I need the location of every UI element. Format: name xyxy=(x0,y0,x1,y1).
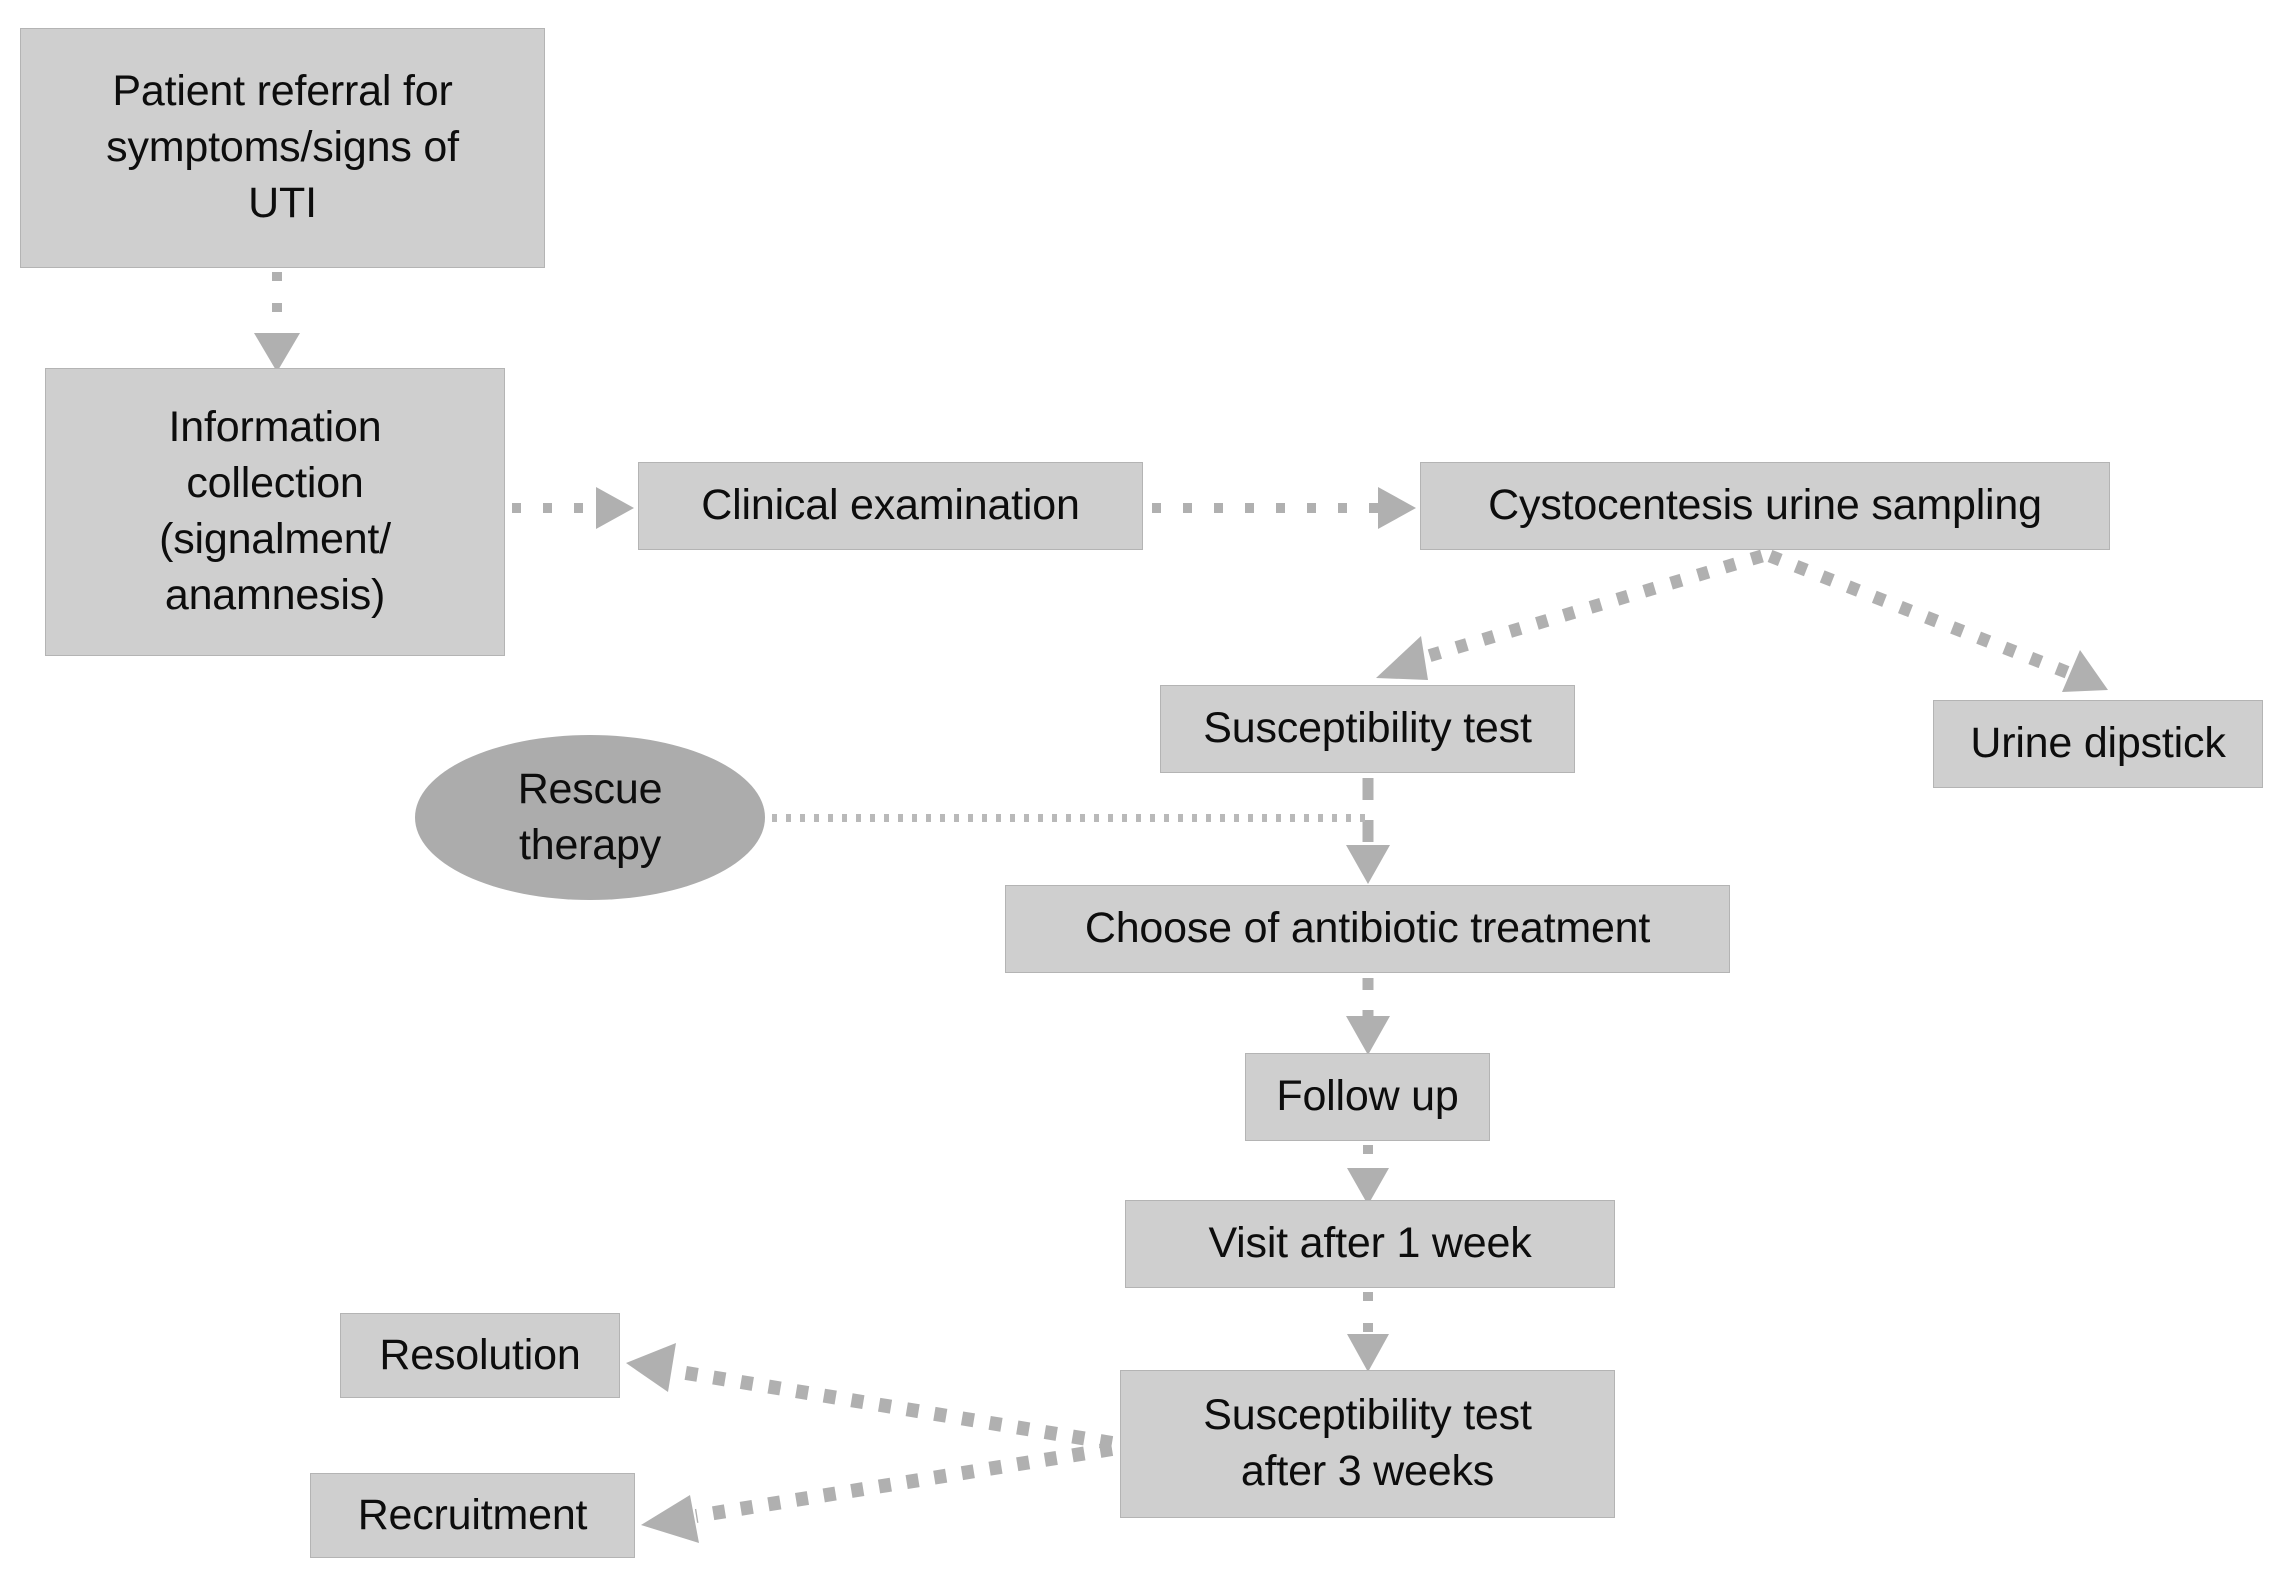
node-rescue-therapy-label: Rescue therapy xyxy=(517,764,663,869)
node-clinical-examination[interactable]: Clinical examination xyxy=(638,462,1143,550)
edge-cystocentesis-to-susceptibility xyxy=(1376,549,1764,680)
node-recruitment-label: Recruitment xyxy=(357,1490,588,1539)
node-resolution[interactable]: Resolution xyxy=(340,1313,620,1398)
node-follow-up[interactable]: Follow up xyxy=(1245,1053,1490,1141)
node-visit-after-1-week[interactable]: Visit after 1 week xyxy=(1125,1200,1615,1288)
edge-followup-to-visit xyxy=(1347,1145,1389,1205)
edge-visit-to-susceptibility3weeks xyxy=(1347,1292,1389,1372)
node-choose-antibiotic-treatment-label: Choose of antibiotic treatment xyxy=(1084,904,1651,953)
node-cystocentesis-urine-sampling[interactable]: Cystocentesis urine sampling xyxy=(1420,462,2110,550)
edge-susceptibility3weeks-to-recruitment xyxy=(641,1442,1114,1543)
node-susceptibility-test-after-3-weeks[interactable]: Susceptibility test after 3 weeks xyxy=(1120,1370,1615,1518)
node-follow-up-label: Follow up xyxy=(1276,1072,1459,1121)
node-choose-antibiotic-treatment[interactable]: Choose of antibiotic treatment xyxy=(1005,885,1730,973)
edge-susceptibility3weeks-to-resolution xyxy=(626,1343,1114,1450)
node-rescue-therapy[interactable]: Rescue therapy xyxy=(415,735,765,900)
edge-susceptibility-to-choose xyxy=(1346,778,1390,884)
node-information-collection[interactable]: Information collection (signalment/ anam… xyxy=(45,368,505,656)
node-visit-after-1-week-label: Visit after 1 week xyxy=(1208,1219,1532,1268)
node-urine-dipstick[interactable]: Urine dipstick xyxy=(1933,700,2263,788)
node-information-collection-label: Information collection (signalment/ anam… xyxy=(159,403,391,619)
edge-info-to-clinical xyxy=(512,487,634,529)
edge-choose-to-followup xyxy=(1346,978,1390,1055)
node-urine-dipstick-label: Urine dipstick xyxy=(1970,719,2226,768)
node-cystocentesis-urine-sampling-label: Cystocentesis urine sampling xyxy=(1488,481,2042,530)
node-susceptibility-test-label: Susceptibility test xyxy=(1203,704,1532,753)
node-resolution-label: Resolution xyxy=(379,1330,581,1379)
node-clinical-examination-label: Clinical examination xyxy=(701,481,1080,530)
node-recruitment[interactable]: Recruitment xyxy=(310,1473,635,1558)
edge-clinical-to-cystocentesis xyxy=(1152,487,1416,529)
edge-cystocentesis-to-dipstick xyxy=(1767,549,2108,692)
node-patient-referral[interactable]: Patient referral for symptoms/signs of U… xyxy=(20,28,545,268)
node-patient-referral-label: Patient referral for symptoms/signs of U… xyxy=(106,67,459,227)
node-susceptibility-test[interactable]: Susceptibility test xyxy=(1160,685,1575,773)
edge-referral-to-info xyxy=(254,272,300,372)
node-susceptibility-test-after-3-weeks-label: Susceptibility test after 3 weeks xyxy=(1203,1391,1532,1495)
